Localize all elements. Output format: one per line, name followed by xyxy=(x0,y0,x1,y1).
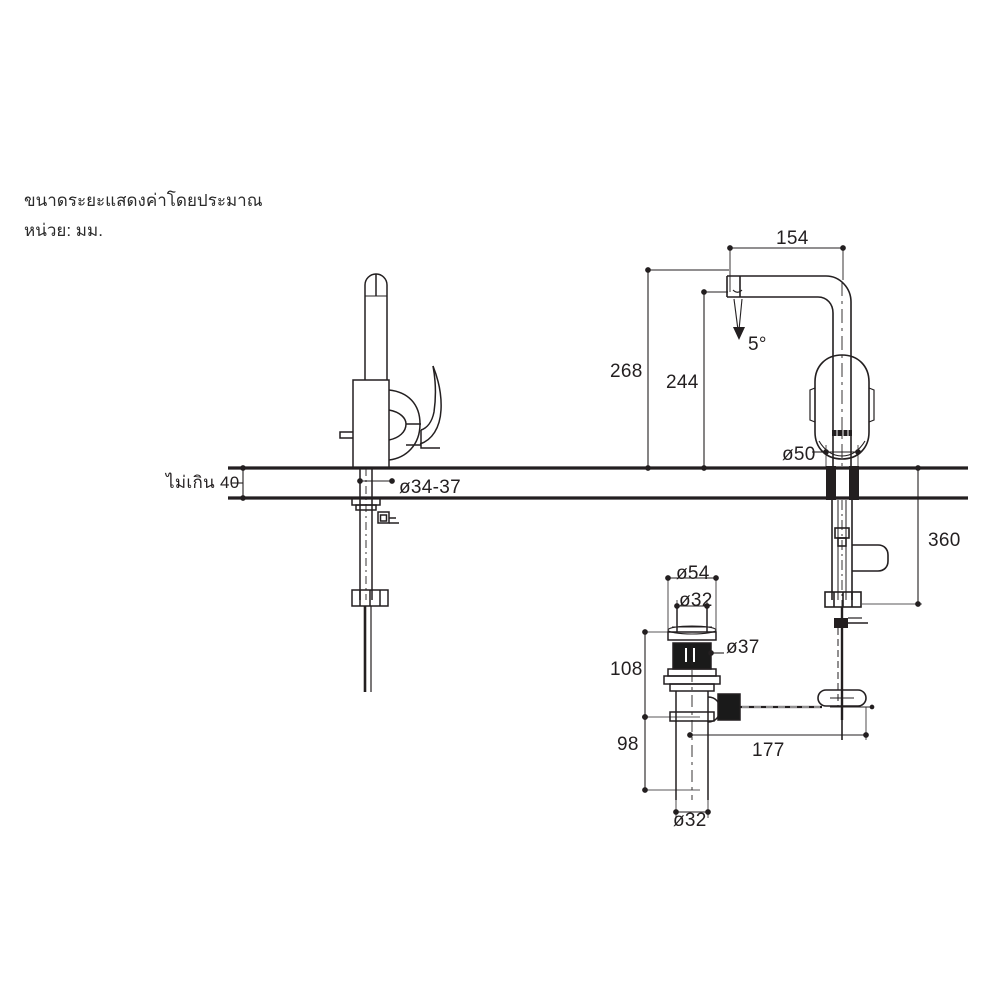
dim-label-spray-angle: 5° xyxy=(748,334,767,355)
dim-label-counter-thickness: ไม่เกิน 40 xyxy=(166,473,240,492)
pop-up-drain-assembly xyxy=(663,608,822,800)
dimension-lines xyxy=(232,245,922,818)
dim-label-counter-hole: ø34-37 xyxy=(399,477,462,498)
dim-label-drain-body: ø37 xyxy=(726,637,760,658)
dim-label-rod-offset: 177 xyxy=(752,740,785,761)
dim-label-drain-flange: ø54 xyxy=(676,563,710,584)
dim-label-drain-opening: ø32 xyxy=(679,590,713,611)
dim-label-base-diameter: ø50 xyxy=(782,444,816,465)
dim-label-supply-length: 360 xyxy=(928,530,961,551)
dim-label-drain-lower: 98 xyxy=(617,734,639,755)
dim-label-tailpiece: ø32 xyxy=(673,810,707,831)
left-faucet-assembly xyxy=(339,273,442,692)
units-note-line-2: หน่วย: มม. xyxy=(24,221,103,240)
dim-label-drain-upper: 108 xyxy=(610,659,643,680)
dim-label-overall-height: 268 xyxy=(610,361,643,382)
dim-label-spout-reach: 154 xyxy=(776,228,809,249)
dim-label-spout-height: 244 xyxy=(666,372,699,393)
units-note: ขนาดระยะแสดงค่าโดยประมาณ หน่วย: มม. xyxy=(24,186,262,246)
units-note-line-1: ขนาดระยะแสดงค่าโดยประมาณ xyxy=(24,191,263,210)
